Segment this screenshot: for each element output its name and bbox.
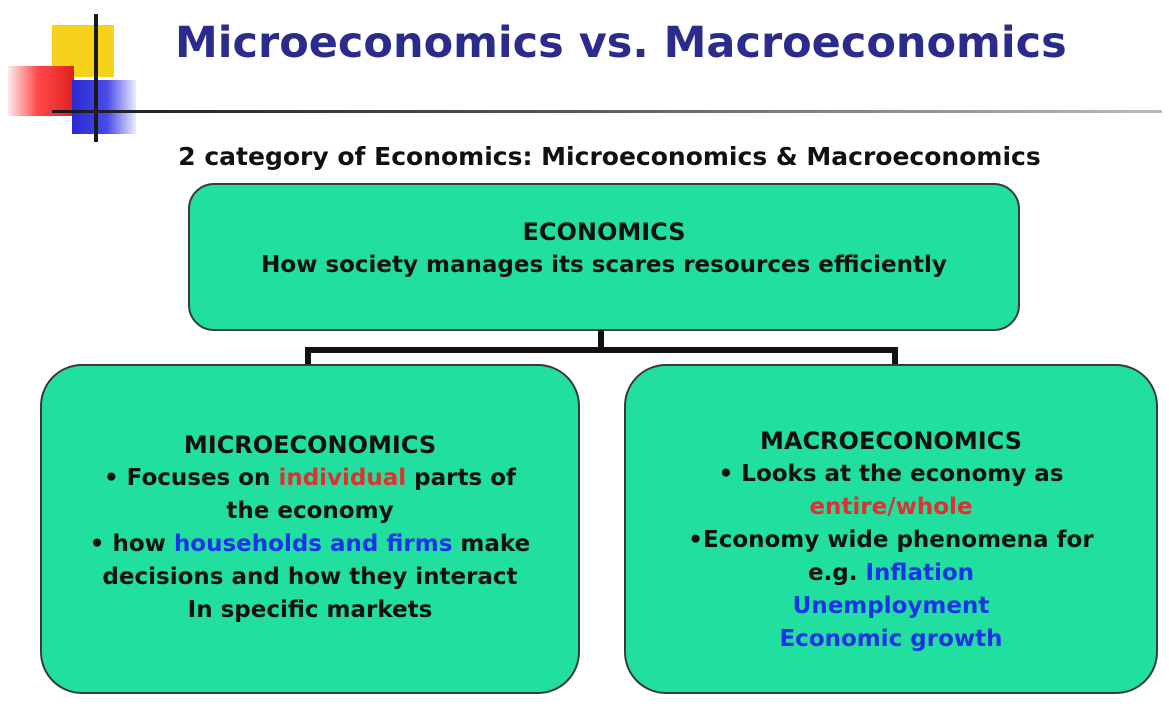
slide-title: Microeconomics vs. Macroeconomics (175, 18, 1067, 68)
micro-highlight-households: households and firms (173, 531, 453, 557)
micro-bullet-2-suffix: make (452, 531, 531, 557)
microeconomics-heading: MICROECONOMICS (183, 431, 437, 459)
micro-bullet-2-prefix: • how (89, 531, 174, 557)
decor-vertical-line (94, 14, 98, 142)
macro-eg-prefix: e.g. (807, 560, 866, 586)
micro-bullet-1-suffix: parts of (406, 465, 517, 491)
micro-bullet-2: • how households and firms make (42, 528, 578, 561)
micro-bullet-1-prefix: • Focuses on (103, 465, 279, 491)
macroeconomics-box: MACROECONOMICS • Looks at the economy as… (624, 364, 1158, 694)
macroeconomics-heading: MACROECONOMICS (759, 427, 1022, 455)
micro-bullet-1: • Focuses on individual parts of (42, 462, 578, 495)
micro-highlight-individual: individual (278, 465, 407, 491)
decor-red-square (8, 66, 74, 116)
microeconomics-box: MICROECONOMICS • Focuses on individual p… (40, 364, 580, 694)
macro-bullet-1: • Looks at the economy as (718, 461, 1064, 487)
macro-example-unemployment: Unemployment (792, 593, 990, 619)
macro-example-economic-growth: Economic growth (779, 626, 1003, 652)
economics-heading: ECONOMICS (522, 218, 686, 246)
macro-highlight-entire-whole: entire/whole (809, 494, 973, 520)
micro-bullet-1-line2: the economy (226, 498, 394, 524)
connector-stem (598, 330, 604, 352)
connector-left-drop (305, 347, 311, 366)
macro-example-line: e.g. Inflation (626, 557, 1156, 590)
connector-right-drop (892, 347, 898, 366)
macro-bullet-2: •Economy wide phenomena for (688, 527, 1094, 553)
micro-bullet-2-line2: decisions and how they interact (102, 564, 518, 590)
economics-description: How society manages its scares resources… (261, 252, 947, 278)
macro-example-inflation: Inflation (865, 560, 975, 586)
slide-subtitle: 2 category of Economics: Microeconomics … (178, 142, 1041, 171)
decor-blue-square (72, 80, 136, 134)
economics-box: ECONOMICS How society manages its scares… (188, 183, 1020, 331)
connector-bar (305, 347, 898, 353)
micro-bullet-2-line3: In specific markets (187, 597, 433, 623)
title-underline (52, 110, 1162, 113)
